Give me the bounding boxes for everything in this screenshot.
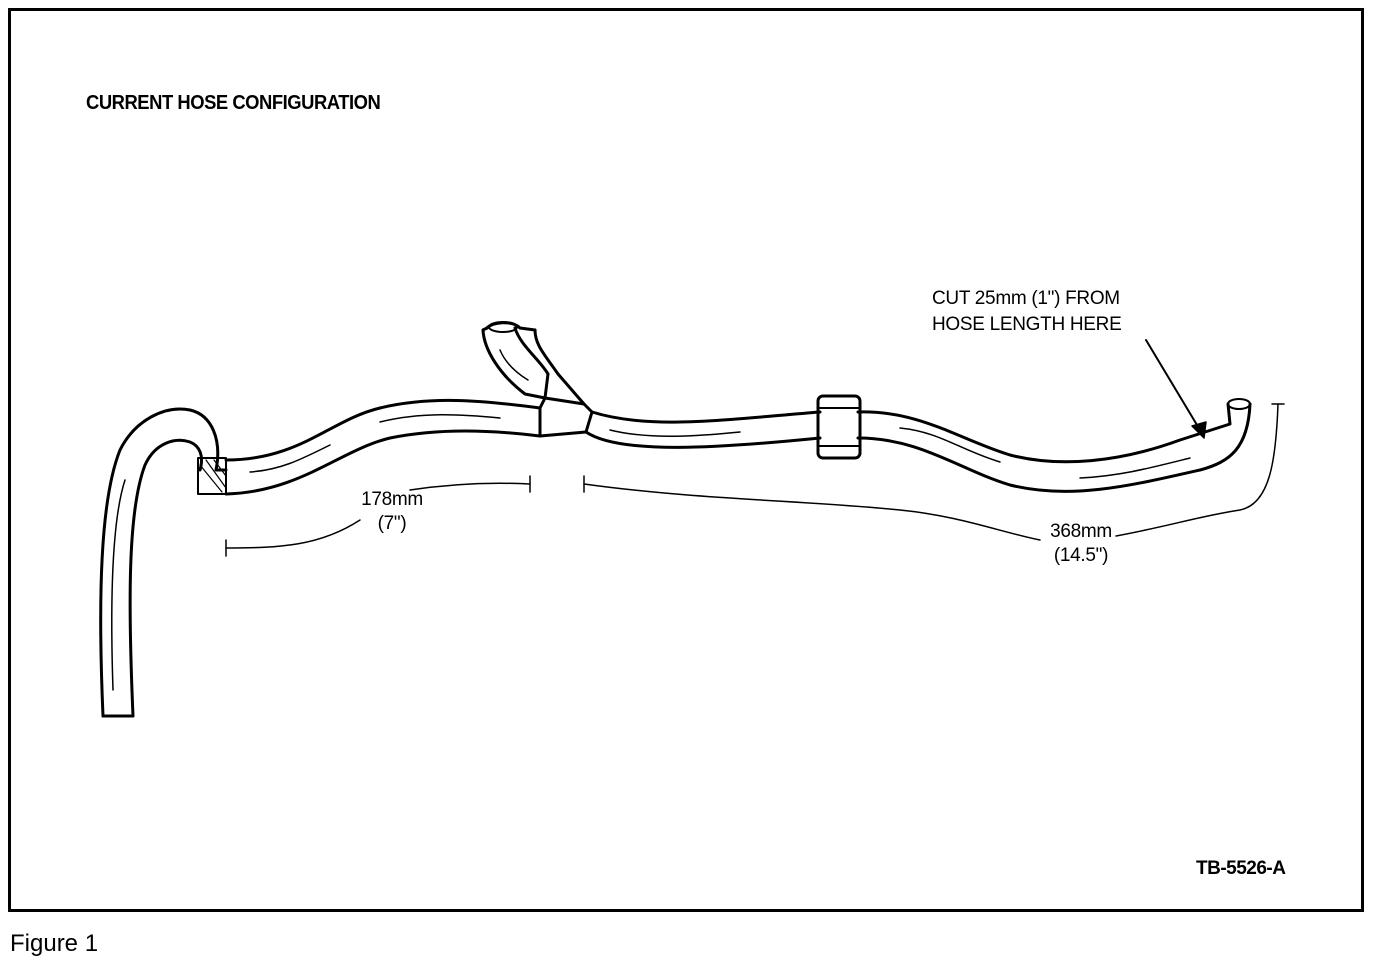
dimension-178-inches: (7")	[377, 513, 407, 534]
dimension-178-label: 178mm (7")	[352, 488, 432, 536]
hose-clamp	[816, 394, 862, 460]
dimension-368mm	[583, 403, 1285, 541]
dimension-368-mm: 368mm	[1050, 521, 1112, 542]
cut-arrow	[1145, 339, 1207, 439]
dimension-368-inches: (14.5")	[1053, 545, 1109, 566]
cut-note-line2: HOSE LENGTH HERE	[932, 314, 1122, 335]
dimension-178-mm: 178mm	[361, 489, 423, 510]
dimension-368-label: 368mm (14.5")	[1036, 520, 1126, 568]
y-connector	[538, 372, 594, 438]
left-hook-hose	[99, 407, 228, 718]
cut-note-line1: CUT 25mm (1") FROM	[932, 288, 1120, 309]
figure-frame	[8, 8, 1364, 912]
dimension-178mm	[225, 475, 531, 557]
figure-code: TB-5526-A	[1196, 858, 1286, 879]
upward-branch-hose	[481, 321, 560, 400]
right-hose-segment	[584, 398, 1252, 493]
figure-caption: Figure 1	[10, 930, 99, 957]
left-hose-segment	[224, 398, 542, 496]
diagram-title: CURRENT HOSE CONFIGURATION	[86, 92, 381, 114]
cut-note: CUT 25mm (1") FROM HOSE LENGTH HERE	[932, 286, 1122, 338]
